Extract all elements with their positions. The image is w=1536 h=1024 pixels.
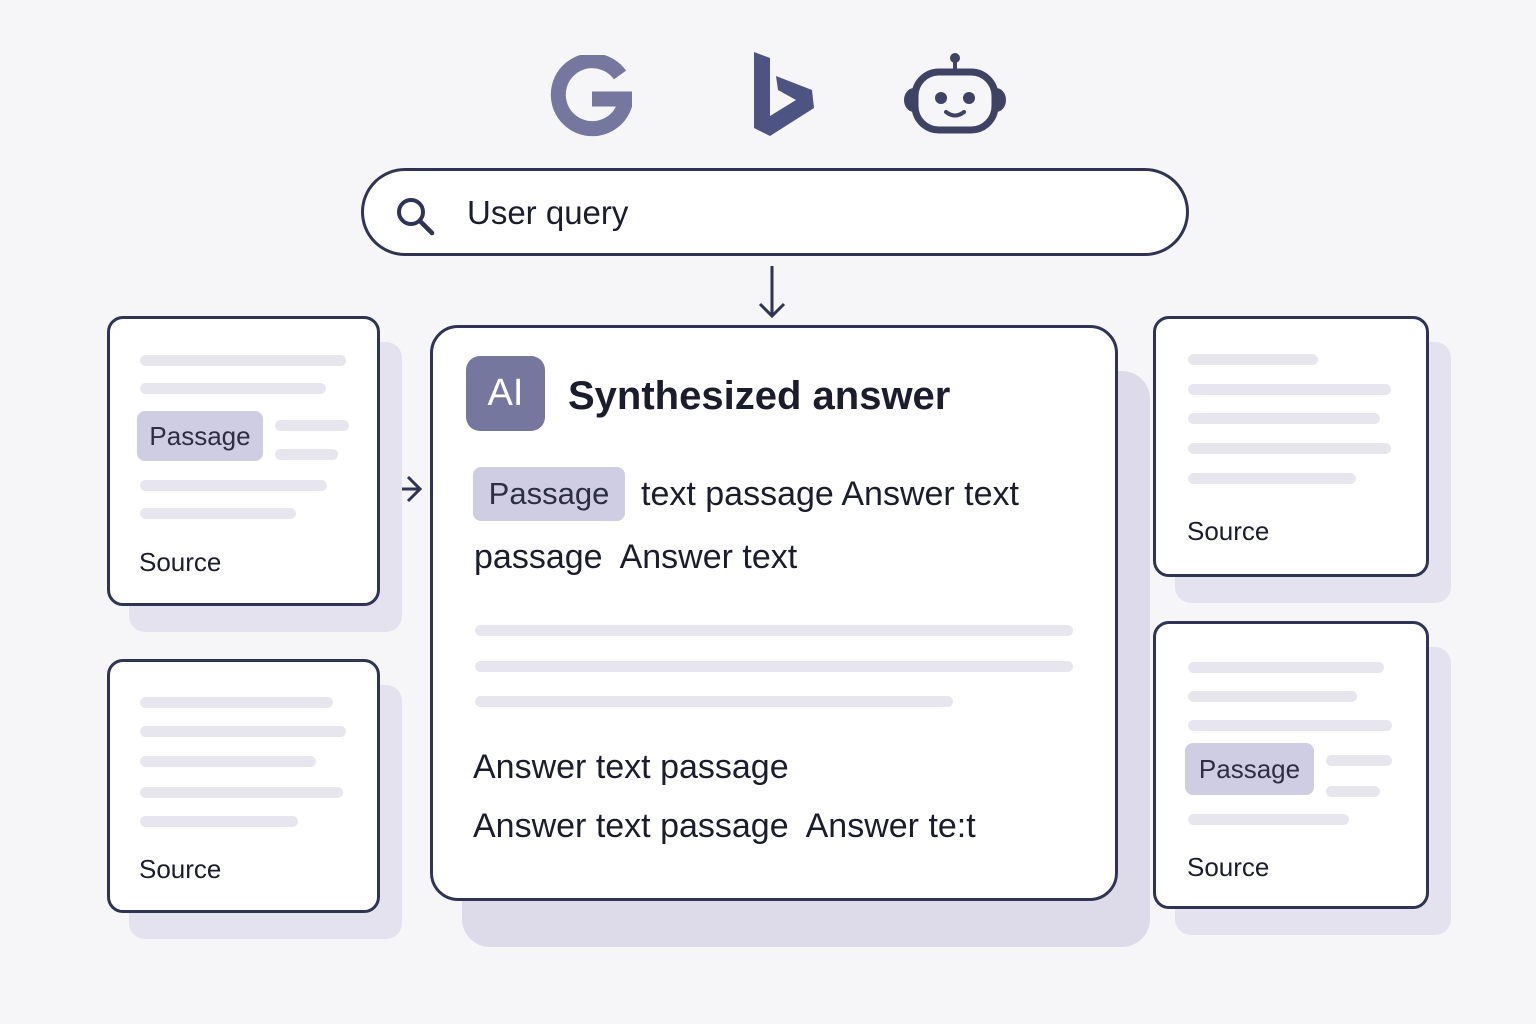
- placeholder-line: [1188, 354, 1318, 365]
- passage-chip: Passage: [137, 411, 263, 461]
- source-card: Source: [107, 659, 380, 913]
- arrow-down-icon: [758, 266, 786, 319]
- source-card: Source: [1153, 316, 1429, 577]
- answer-title: Synthesized answer: [568, 374, 951, 418]
- passage-chip: Passage: [473, 467, 625, 521]
- search-icon: [397, 198, 435, 236]
- robot-icon: [904, 53, 1006, 134]
- passage-chip: Passage: [1185, 743, 1314, 795]
- answer-line-1: text passage Answer text: [641, 475, 1019, 513]
- placeholder-line: [140, 383, 326, 394]
- source-label: Source: [139, 547, 222, 577]
- placeholder-line: [475, 661, 1073, 672]
- search-input[interactable]: User query: [467, 194, 629, 231]
- bing-b-icon: [754, 52, 814, 136]
- placeholder-line: [275, 449, 338, 460]
- placeholder-line: [140, 480, 327, 491]
- placeholder-line: [1188, 384, 1391, 395]
- arrow-right-icon: [380, 475, 423, 503]
- search-bar[interactable]: User query: [361, 168, 1189, 256]
- answer-card: AI Synthesized answer Passage text passa…: [430, 325, 1118, 901]
- placeholder-line: [140, 697, 333, 708]
- placeholder-line: [1188, 720, 1392, 731]
- placeholder-line: [140, 756, 316, 767]
- placeholder-line: [1326, 755, 1392, 766]
- answer-line-4: Answer text passage Answer te:t: [473, 807, 976, 845]
- placeholder-line: [1188, 662, 1384, 673]
- source-label: Source: [1187, 852, 1270, 882]
- source-card: Passage Source: [1153, 621, 1429, 909]
- placeholder-line: [140, 787, 343, 798]
- answer-line-3: Answer text passage: [473, 748, 789, 786]
- placeholder-line: [1188, 814, 1349, 825]
- google-g-icon: [550, 55, 632, 137]
- placeholder-line: [1188, 473, 1356, 484]
- placeholder-line: [140, 355, 346, 366]
- source-label: Source: [1187, 516, 1270, 546]
- answer-line-2: passage Answer text: [474, 538, 798, 576]
- placeholder-line: [1188, 413, 1380, 424]
- source-label: Source: [139, 854, 222, 884]
- placeholder-line: [140, 726, 346, 737]
- source-card: Passage Source: [107, 316, 380, 606]
- placeholder-line: [275, 420, 349, 431]
- placeholder-line: [475, 696, 953, 707]
- placeholder-line: [475, 625, 1073, 636]
- ai-badge: AI: [466, 356, 545, 431]
- placeholder-line: [1326, 786, 1380, 797]
- placeholder-line: [1188, 443, 1391, 454]
- placeholder-line: [1188, 691, 1357, 702]
- placeholder-line: [140, 816, 298, 827]
- placeholder-line: [140, 508, 296, 519]
